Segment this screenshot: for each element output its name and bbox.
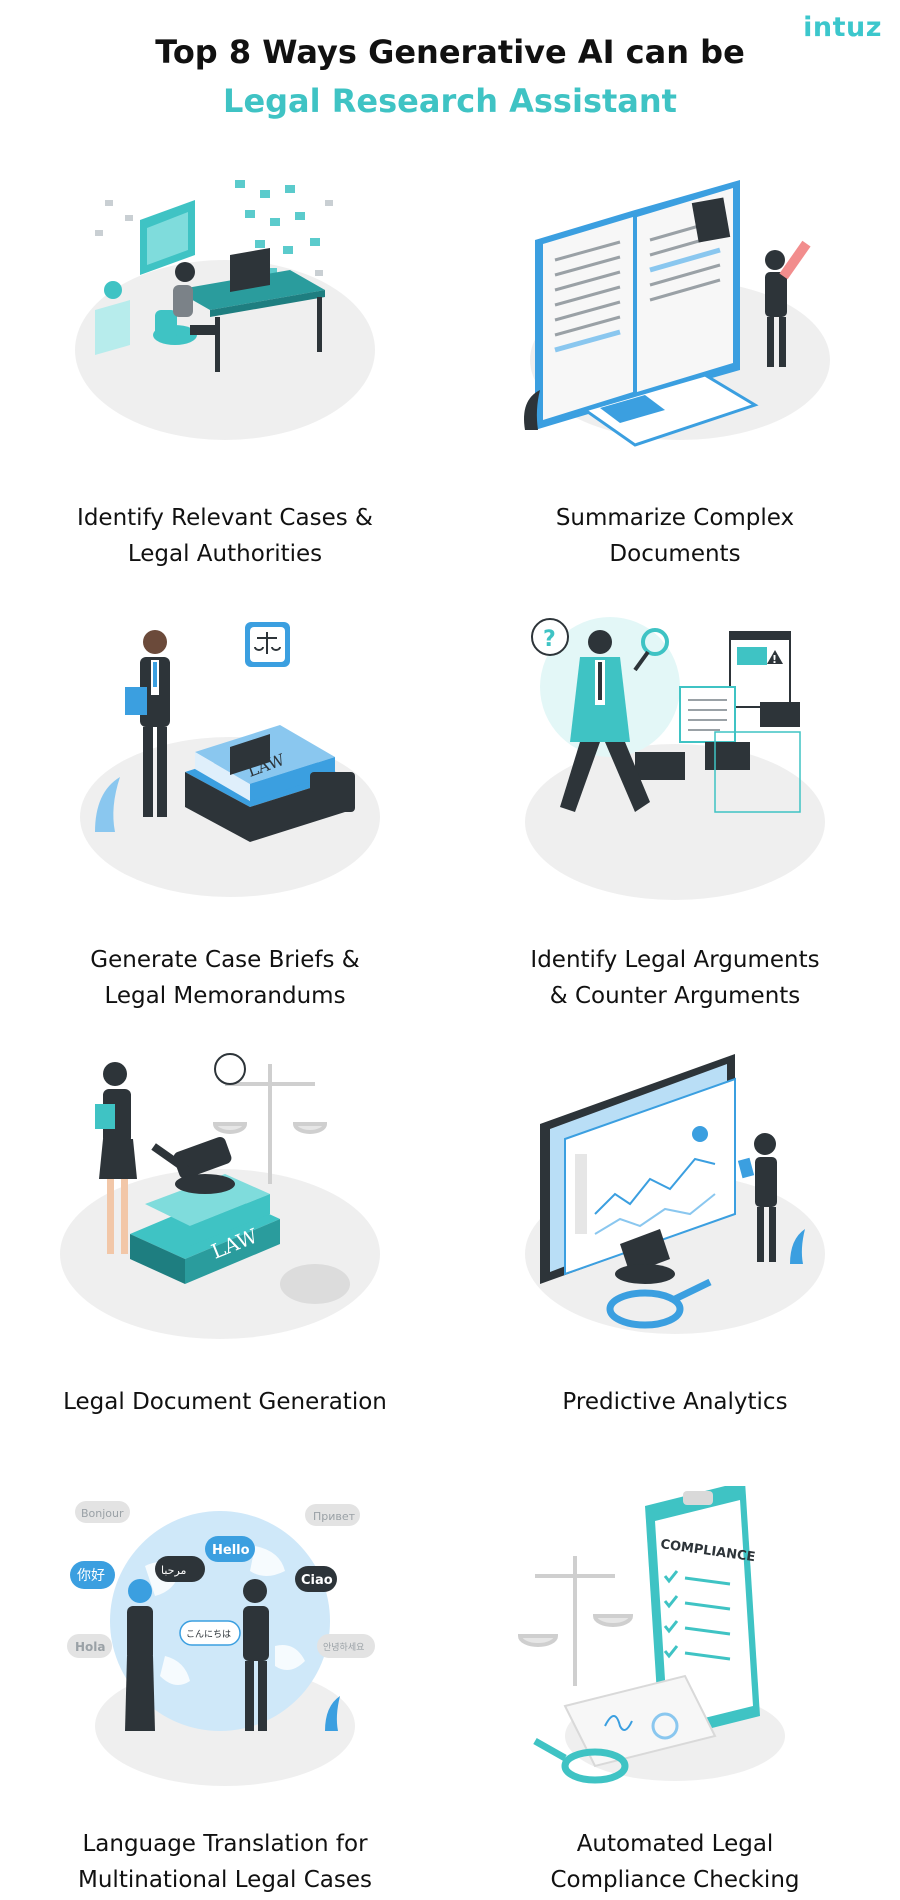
- caption-line: Multinational Legal Cases: [78, 1867, 372, 1893]
- item-caption: Summarize Complex Documents: [450, 500, 900, 572]
- researcher-magnifier-icon: ? !: [505, 602, 845, 922]
- open-book-notes-icon: [505, 160, 845, 480]
- page-title: Top 8 Ways Generative AI can be: [155, 33, 745, 71]
- globe-translation-icon: Bonjour Привет Hello 你好 مرحبا Ciao Hola …: [55, 1486, 395, 1806]
- caption-line: Generate Case Briefs &: [90, 947, 360, 973]
- bubble-hello: Hello: [212, 1543, 250, 1558]
- item-caption: Automated Legal Compliance Checking: [450, 1826, 900, 1898]
- item-caption: Language Translation for Multinational L…: [0, 1826, 450, 1898]
- bubble-hola: Hola: [75, 1640, 106, 1654]
- caption-line: Identify Legal Arguments: [530, 947, 820, 973]
- warning-mark: !: [772, 653, 777, 666]
- item-caption: Generate Case Briefs & Legal Memorandums: [0, 942, 450, 1014]
- item-case-briefs: LAW Generate Case Briefs & Legal Memoran…: [0, 582, 450, 1022]
- caption-line: Legal Document Generation: [63, 1389, 387, 1415]
- caption-line: Documents: [609, 541, 741, 567]
- item-language-translation: Bonjour Привет Hello 你好 مرحبا Ciao Hola …: [0, 1466, 450, 1900]
- bubble-annyeong: 안녕하세요: [323, 1642, 364, 1653]
- item-predictive-analytics: Predictive Analytics: [450, 1024, 900, 1464]
- bubble-konnichiwa: こんにちは: [186, 1629, 231, 1640]
- gavel-law-book-icon: LAW: [55, 1044, 395, 1364]
- bubble-nihao: 你好: [77, 1568, 105, 1584]
- caption-line: Language Translation for: [82, 1831, 368, 1857]
- caption-line: Legal Memorandums: [104, 983, 346, 1009]
- bubble-ciao: Ciao: [301, 1573, 333, 1588]
- caption-line: Identify Relevant Cases &: [77, 505, 373, 531]
- caption-line: Compliance Checking: [550, 1867, 800, 1893]
- brand-logo: intuz: [803, 12, 882, 43]
- question-mark: ?: [543, 627, 556, 652]
- caption-line: Predictive Analytics: [562, 1389, 788, 1415]
- item-caption: Legal Document Generation: [0, 1384, 450, 1420]
- item-legal-arguments: ? ! Identify Legal Arguments: [450, 582, 900, 1022]
- office-worker-desk-icon: [55, 160, 395, 480]
- item-caption: Predictive Analytics: [450, 1384, 900, 1420]
- caption-line: Legal Authorities: [127, 541, 323, 567]
- caption-line: & Counter Arguments: [549, 983, 801, 1009]
- caption-line: Summarize Complex: [555, 505, 795, 531]
- lawyer-law-books-icon: LAW: [55, 602, 395, 922]
- analytics-monitor-icon: [505, 1044, 845, 1364]
- item-document-generation: LAW Legal Document Generation: [0, 1024, 450, 1464]
- bubble-arabic: مرحبا: [161, 1564, 187, 1577]
- compliance-clipboard-icon: COMPLIANCE: [505, 1486, 845, 1806]
- item-caption: Identify Legal Arguments & Counter Argum…: [450, 942, 900, 1014]
- item-caption: Identify Relevant Cases & Legal Authorit…: [0, 500, 450, 572]
- bubble-bonjour: Bonjour: [81, 1507, 124, 1520]
- item-compliance-checking: COMPLIANCE Automated Legal Compliance Ch…: [450, 1466, 900, 1900]
- page-subtitle: Legal Research Assistant: [223, 82, 677, 120]
- item-identify-cases: Identify Relevant Cases & Legal Authorit…: [0, 140, 450, 580]
- item-summarize-documents: Summarize Complex Documents: [450, 140, 900, 580]
- caption-line: Automated Legal: [576, 1831, 774, 1857]
- bubble-privet: Привет: [313, 1510, 356, 1523]
